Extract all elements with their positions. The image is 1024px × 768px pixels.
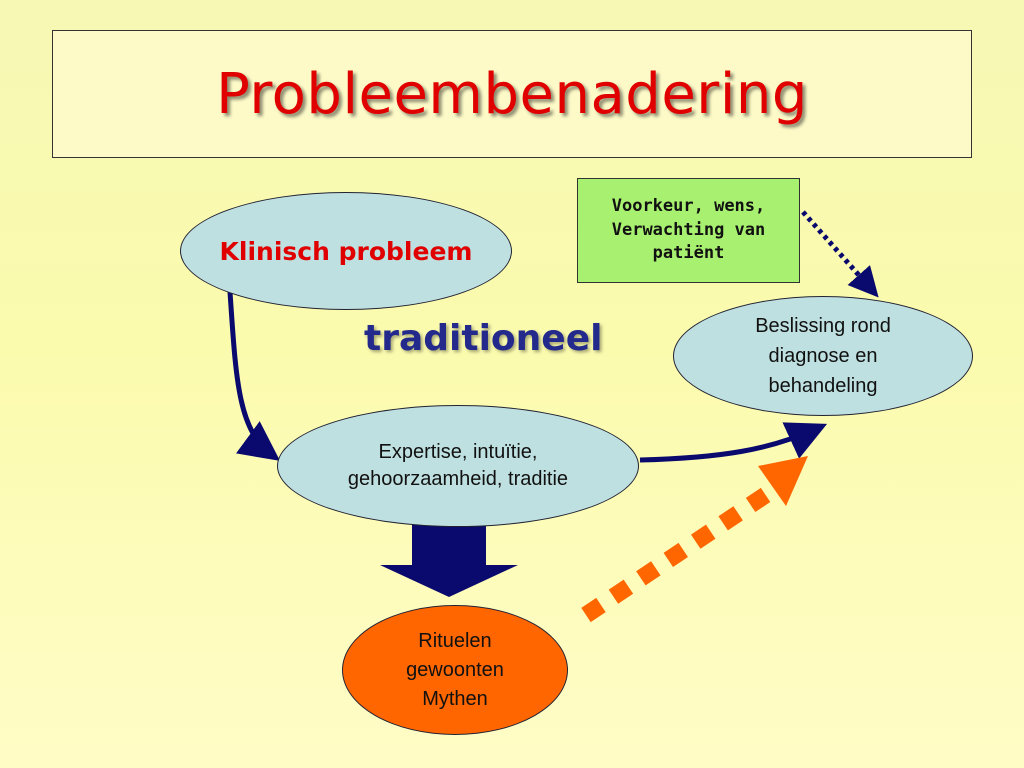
arrow-expertise-to-beslissing — [639, 422, 828, 463]
node-rituelen: Rituelen gewoonten Mythen — [342, 605, 568, 735]
node-beslissing: Beslissing rond diagnose en behandeling — [673, 296, 973, 416]
arrow-klinisch-to-expertise — [227, 291, 281, 461]
node-klinisch-label: Klinisch probleem — [219, 236, 473, 266]
page-title: Probleembenadering — [216, 61, 808, 127]
arrow-rituelen-head — [758, 456, 808, 506]
arrow-rituelen-to-beslissing — [581, 484, 775, 623]
node-beslissing-label: Beslissing rond diagnose en behandeling — [755, 315, 891, 397]
node-klinisch-probleem: Klinisch probleem — [180, 192, 512, 310]
title-box: Probleembenadering — [52, 30, 972, 158]
node-expertise-label: Expertise, intuïtie, gehoorzaamheid, tra… — [347, 441, 569, 490]
node-expertise: Expertise, intuïtie, gehoorzaamheid, tra… — [277, 405, 639, 527]
arrow-voorkeur-to-beslissing — [801, 210, 879, 298]
node-voorkeur-label: Voorkeur, wens, Verwachting van patiënt — [611, 195, 766, 264]
label-traditioneel: traditioneel — [364, 318, 603, 359]
node-voorkeur-patient: Voorkeur, wens, Verwachting van patiënt — [577, 178, 800, 283]
node-rituelen-label: Rituelen gewoonten Mythen — [406, 629, 504, 710]
